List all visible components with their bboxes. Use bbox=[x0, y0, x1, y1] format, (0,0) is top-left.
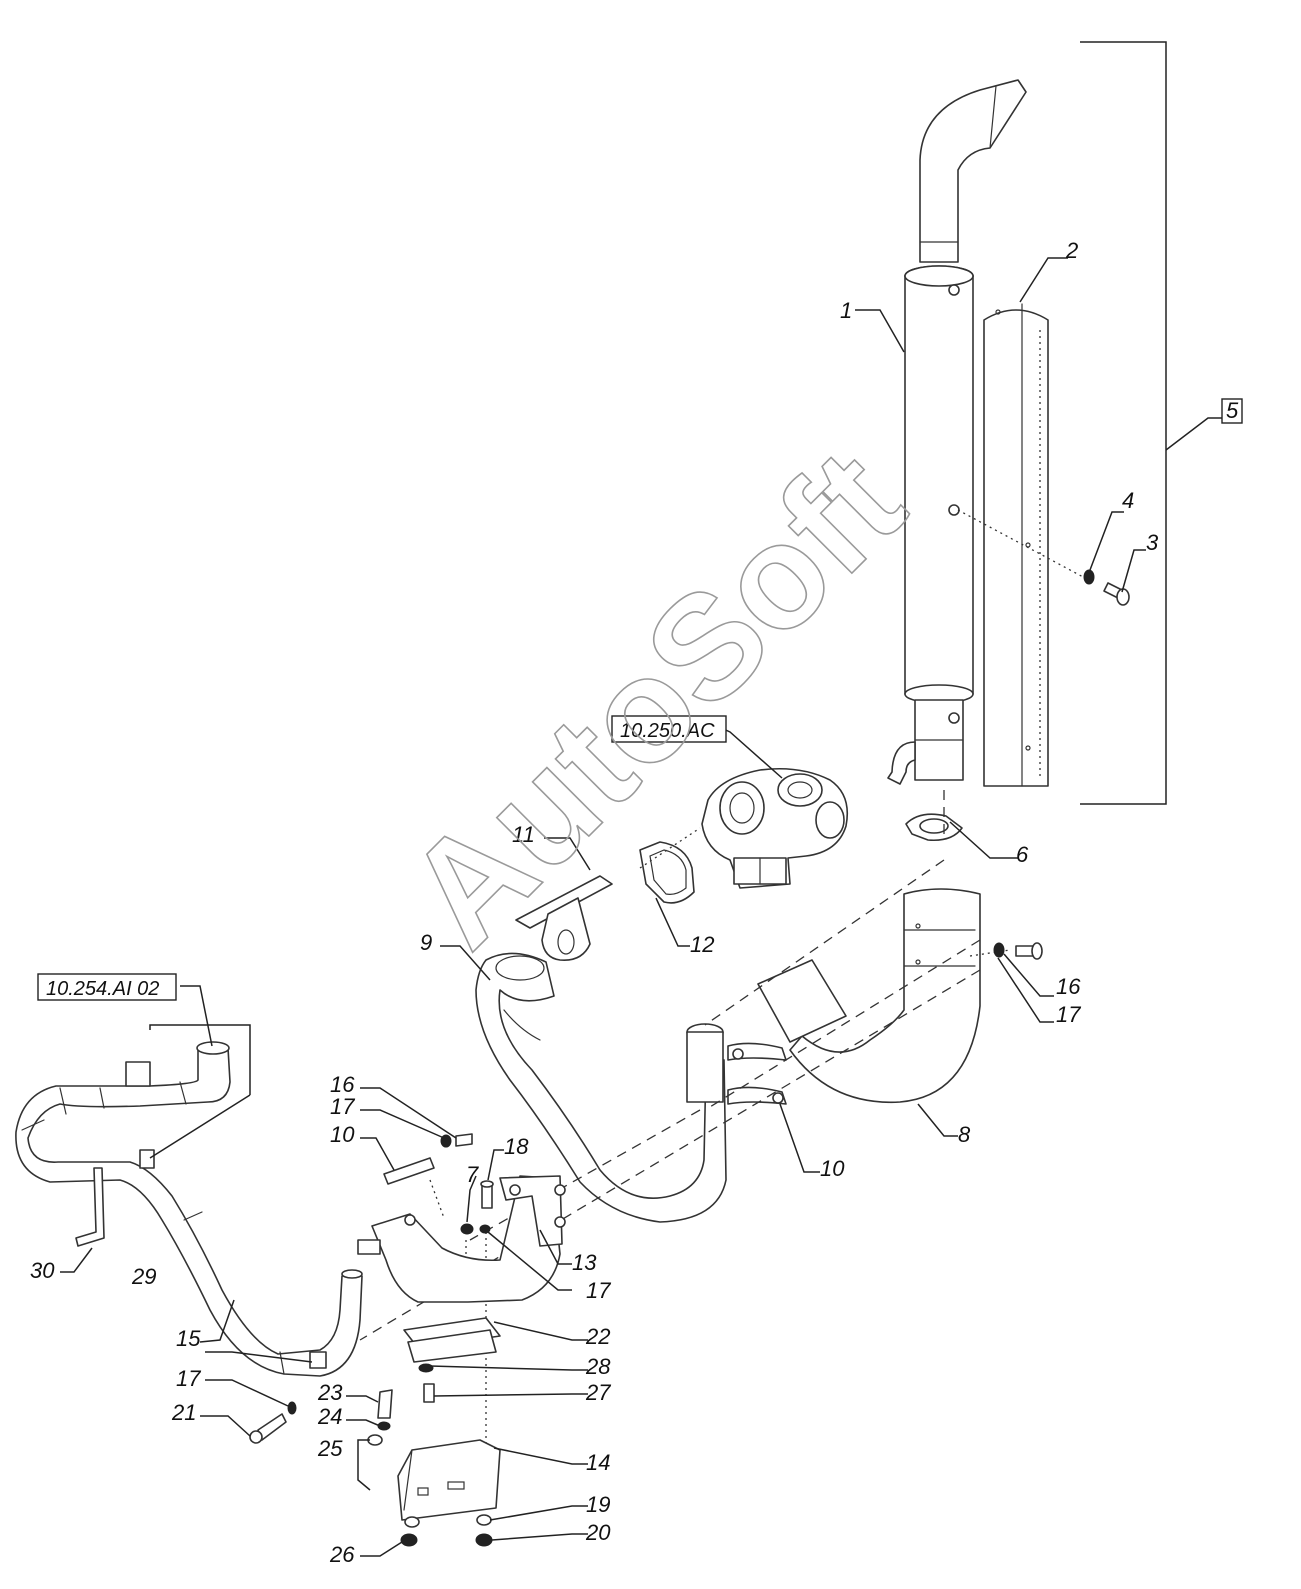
label-23: 23 bbox=[317, 1380, 343, 1405]
reference-pipe-text: 10.254.AI 02 bbox=[46, 978, 159, 1000]
label-19: 19 bbox=[586, 1492, 610, 1517]
label-27: 27 bbox=[585, 1380, 611, 1405]
fasteners bbox=[249, 1133, 494, 1547]
label-26: 26 bbox=[329, 1542, 355, 1567]
muffler-stack bbox=[887, 79, 1027, 785]
exhaust-pipe-8 bbox=[757, 888, 981, 1104]
label-17-left: 17 bbox=[330, 1094, 355, 1119]
flange-gasket-6 bbox=[905, 813, 963, 842]
label-6: 6 bbox=[1016, 842, 1029, 867]
mounting-plate-22 bbox=[403, 1317, 501, 1363]
assembly-bracket-5 bbox=[1080, 41, 1243, 805]
label-9: 9 bbox=[420, 930, 432, 955]
label-5: 5 bbox=[1226, 398, 1239, 423]
label-2: 2 bbox=[1065, 238, 1078, 263]
label-3: 3 bbox=[1146, 530, 1159, 555]
exhaust-elbow-9 bbox=[475, 952, 727, 1223]
reference-box-pipe: 10.254.AI 02 bbox=[37, 973, 177, 1001]
pipe-clamp-10 bbox=[727, 1042, 787, 1105]
reference-turbo-text: 10.250.AC bbox=[620, 720, 715, 742]
bolt-3 bbox=[957, 509, 1130, 606]
heat-shield bbox=[983, 303, 1049, 787]
turbo-gasket-12 bbox=[639, 841, 695, 904]
label-28: 28 bbox=[585, 1354, 611, 1379]
leader-lines bbox=[60, 257, 1146, 1557]
label-17-center: 17 bbox=[586, 1278, 611, 1303]
reference-box-turbo: 10.250.AC bbox=[611, 715, 727, 743]
label-10-left: 10 bbox=[330, 1122, 355, 1147]
label-12: 12 bbox=[690, 932, 714, 957]
label-11: 11 bbox=[512, 822, 535, 847]
label-10-right: 10 bbox=[820, 1156, 845, 1181]
label-20: 20 bbox=[585, 1520, 611, 1545]
bolt-16-upper bbox=[993, 942, 1043, 960]
turbocharger bbox=[701, 767, 849, 889]
label-29: 29 bbox=[131, 1264, 156, 1289]
part-labels: 1 2 3 4 5 6 7 8 9 10 10 11 12 13 14 15 1… bbox=[30, 238, 1239, 1567]
label-13: 13 bbox=[572, 1250, 597, 1275]
label-22: 22 bbox=[585, 1324, 610, 1349]
pipe-assembly-29 bbox=[15, 1024, 363, 1377]
label-25: 25 bbox=[317, 1436, 343, 1461]
label-24: 24 bbox=[317, 1404, 342, 1429]
label-8: 8 bbox=[958, 1122, 971, 1147]
label-1: 1 bbox=[840, 298, 852, 323]
support-bracket-13 bbox=[357, 1175, 566, 1303]
heat-bracket-11 bbox=[515, 875, 613, 961]
label-21: 21 bbox=[171, 1400, 196, 1425]
label-17-lower: 17 bbox=[176, 1366, 201, 1391]
mounting-block-14 bbox=[397, 1439, 501, 1521]
label-7: 7 bbox=[466, 1162, 479, 1187]
label-17-right: 17 bbox=[1056, 1002, 1081, 1027]
bracket-30 bbox=[75, 1167, 105, 1247]
label-15: 15 bbox=[176, 1326, 201, 1351]
label-18: 18 bbox=[504, 1134, 529, 1159]
label-30: 30 bbox=[30, 1258, 55, 1283]
label-4: 4 bbox=[1122, 488, 1134, 513]
label-16-left: 16 bbox=[330, 1072, 355, 1097]
label-16-right: 16 bbox=[1056, 974, 1081, 999]
label-14: 14 bbox=[586, 1450, 610, 1475]
lock-washer-4 bbox=[1083, 569, 1095, 585]
